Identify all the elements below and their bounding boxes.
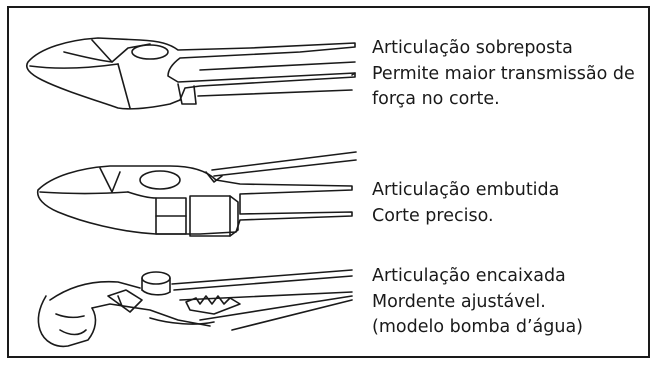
embedded-joint-pliers-illustration [36,151,357,237]
caption-line: Corte preciso. [372,205,494,226]
caption-title: Articulação embutida [372,180,560,200]
caption-fitted-joint: Articulação encaixada Mordente ajustável… [372,264,583,341]
caption-embedded-joint: Articulação embutida Corte preciso. [372,178,559,229]
water-pump-pliers-illustration [37,269,353,348]
caption-title: Articulação sobreposta [372,38,573,58]
caption-overlapping-joint: Articulação sobreposta Permite maior tra… [372,36,635,113]
caption-line: Mordente ajustável. [372,291,546,312]
caption-line: (modelo bomba d’água) [372,317,583,337]
overlapping-joint-pliers-illustration [26,37,356,110]
caption-line: Permite maior transmissão de [372,63,635,84]
caption-title: Articulação encaixada [372,266,566,286]
caption-line: força no corte. [372,89,500,109]
